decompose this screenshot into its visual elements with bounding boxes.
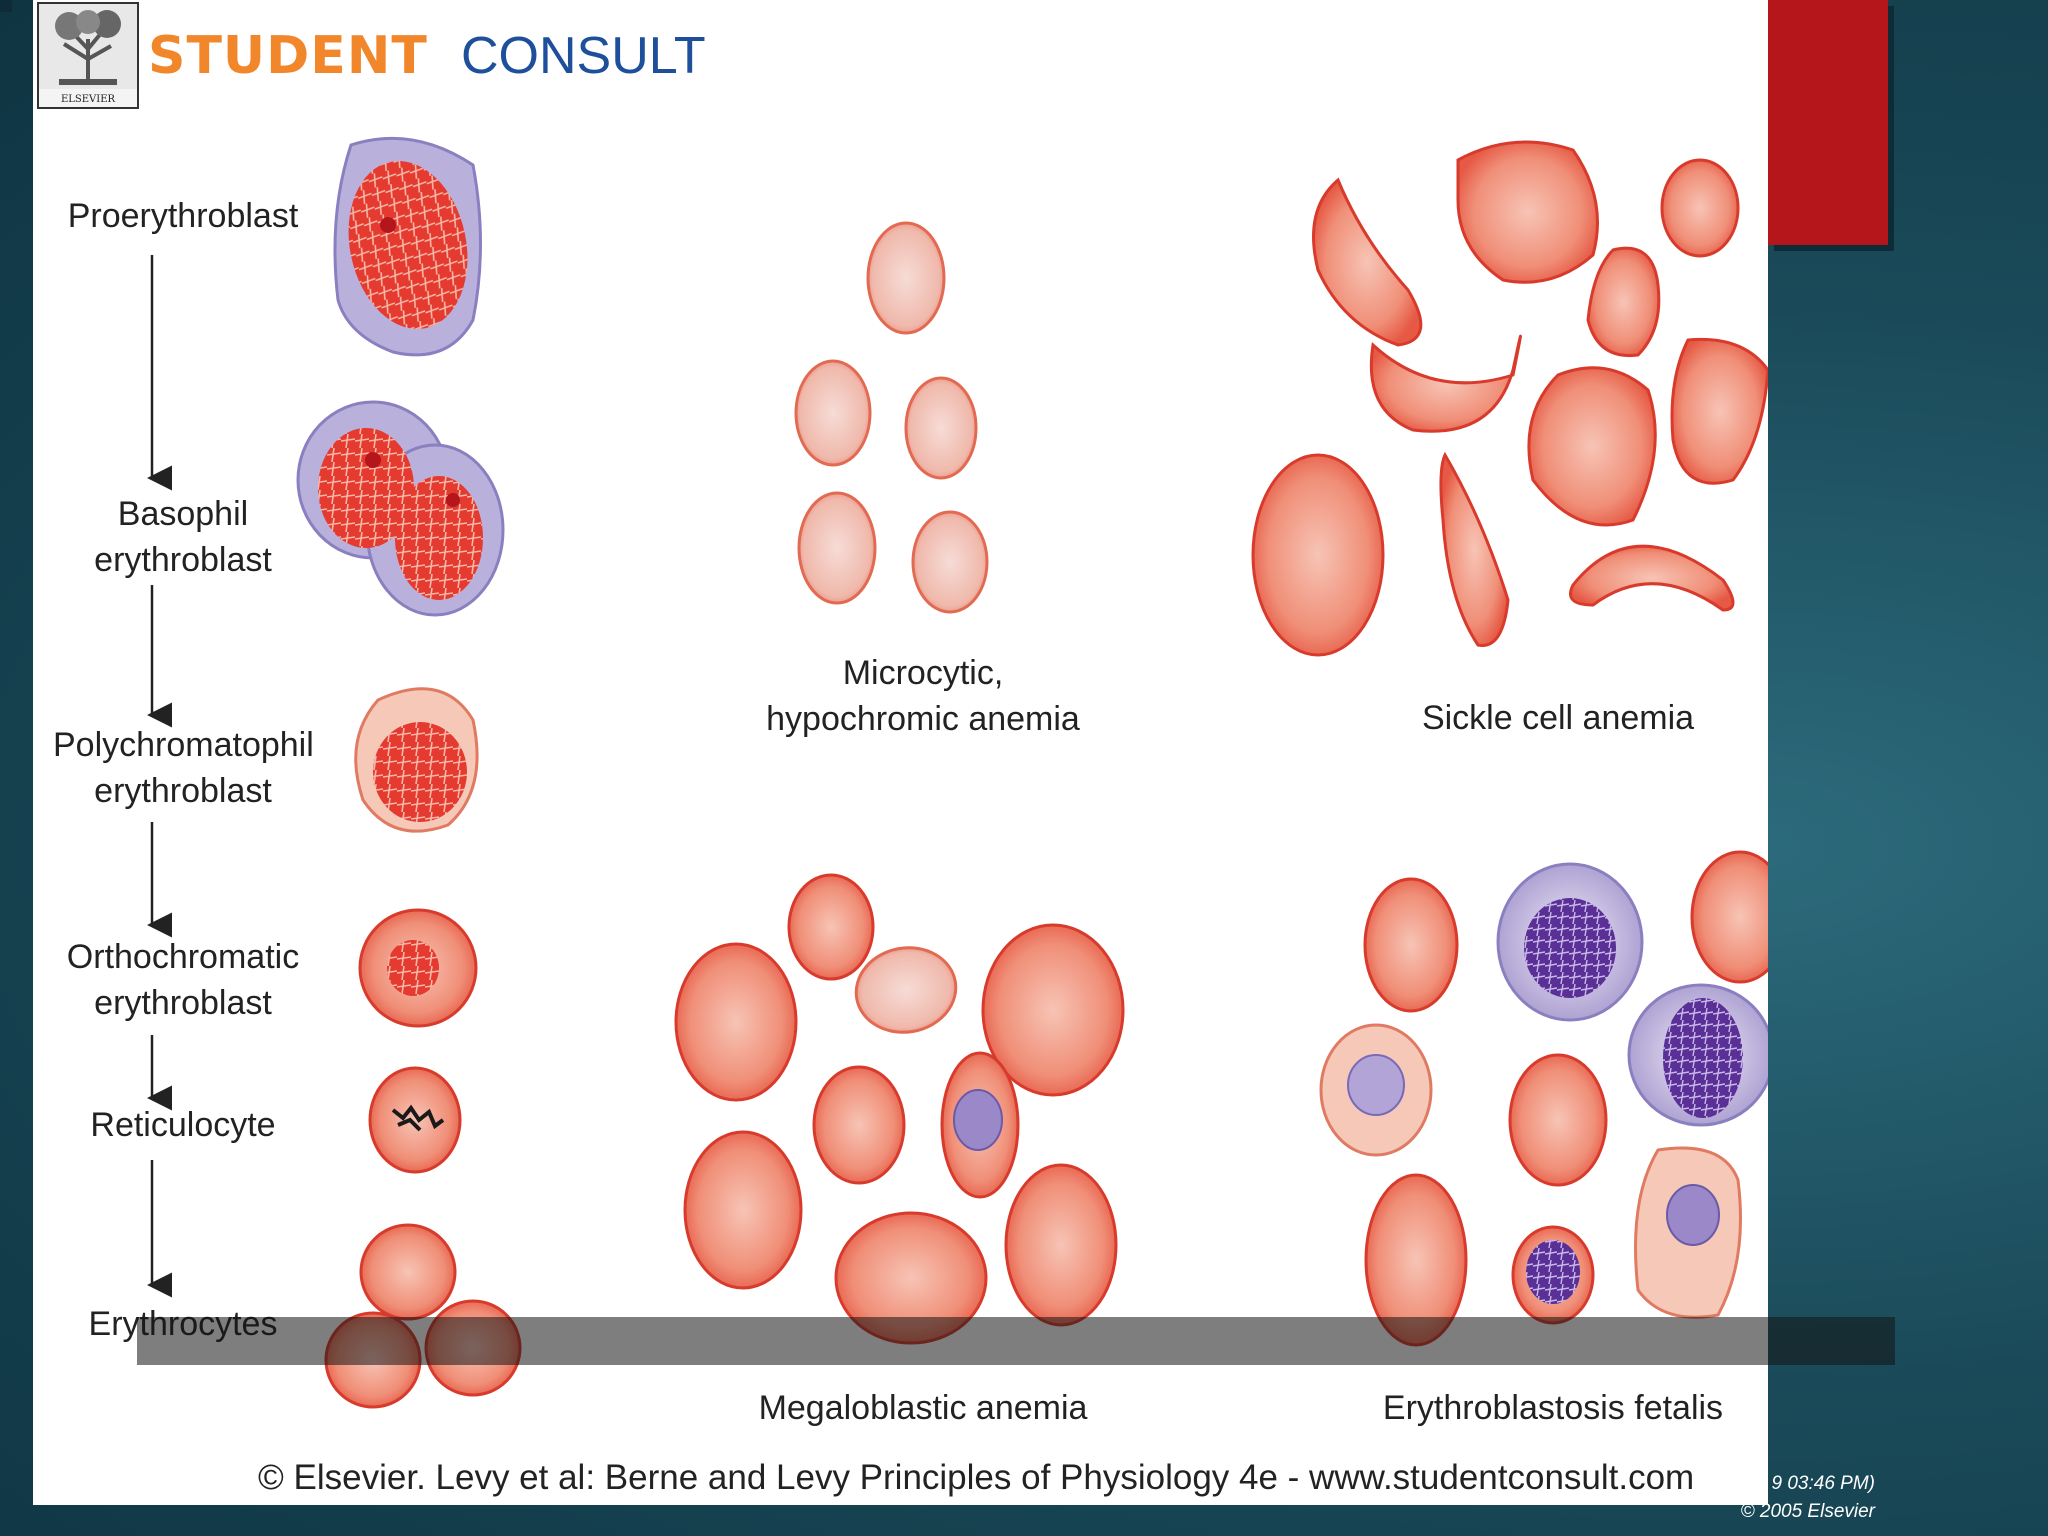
accent-box <box>1768 0 1888 245</box>
stage-label-reticulocyte: Reticulocyte <box>90 1106 276 1144</box>
figure-panel: ELSEVIER STUDENT CONSULT Proerythroblast… <box>33 0 1768 1505</box>
cell-illustration <box>147 136 1768 1409</box>
brand-name-student: STUDENT <box>148 26 428 86</box>
timestamp: 9 03:46 PM) <box>1771 1473 1876 1494</box>
elsevier-logo: ELSEVIER <box>37 2 139 109</box>
logo-label: ELSEVIER <box>60 94 116 105</box>
panel-label-sickle: Sickle cell anemia <box>1421 699 1695 737</box>
panel-label-megaloblastic: Megaloblastic anemia <box>758 1389 1088 1427</box>
panel-label-microcytic: Microcytic, hypochromic anemia <box>766 654 1080 738</box>
stage-label-orthochromatic: Orthochromatic erythroblast <box>66 938 300 1022</box>
panel-label-fetalis: Erythroblastosis fetalis <box>1382 1389 1724 1427</box>
tree-icon <box>39 4 137 89</box>
copyright-stamp: © 2005 Elsevier <box>1740 1501 1875 1522</box>
figure-credit: © Elsevier. Levy et al: Berne and Levy P… <box>258 1458 1695 1497</box>
brand-name-consult: CONSULT <box>461 27 706 85</box>
stage-label-basophil: Basophil erythroblast <box>94 495 272 579</box>
stage-label-proerythroblast: Proerythroblast <box>67 197 299 235</box>
slide-decoration-arrow <box>0 0 12 12</box>
overlay-band <box>137 1317 1895 1365</box>
stage-label-polychromatophil: Polychromatophil erythroblast <box>53 726 314 810</box>
